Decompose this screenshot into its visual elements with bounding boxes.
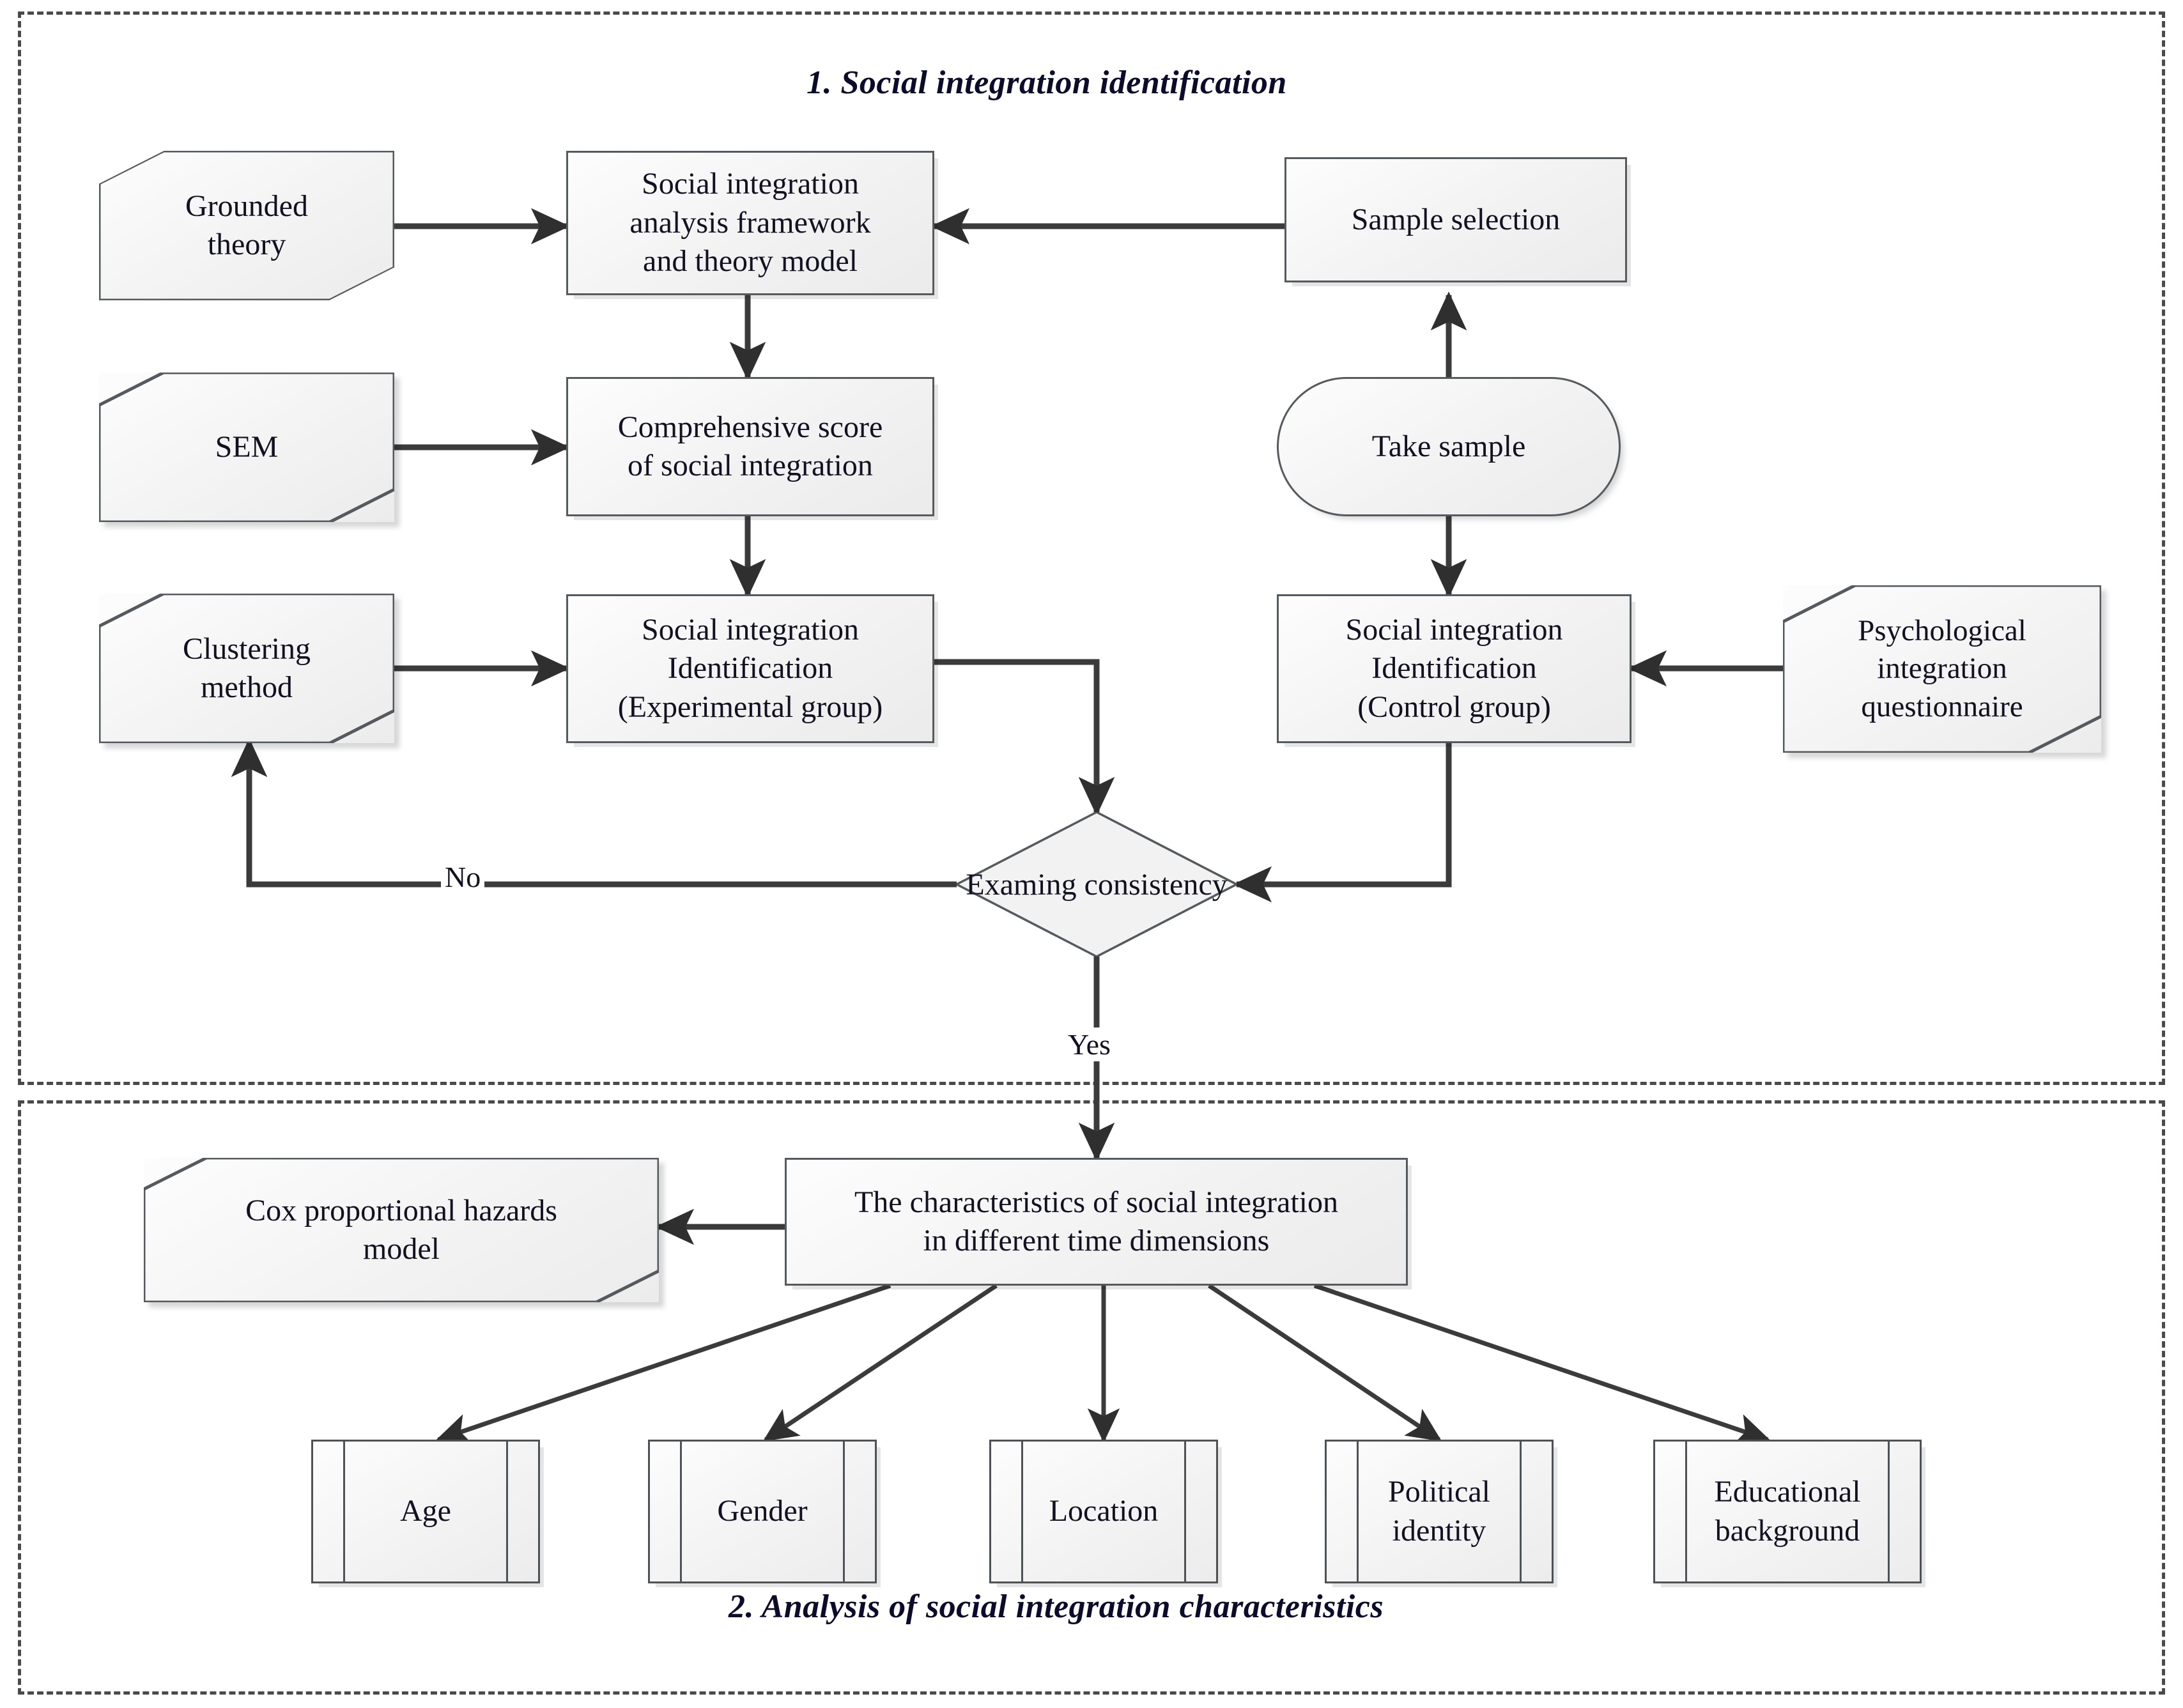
section-1-frame — [18, 12, 2165, 1085]
edge-control-to-diamond — [1233, 743, 1452, 903]
right-rule — [843, 1442, 845, 1581]
node-child-location[interactable]: Location — [989, 1440, 1218, 1583]
shape-outline — [99, 373, 394, 522]
node-label: Examing consistency — [966, 867, 1228, 902]
section-2-frame — [18, 1100, 2165, 1695]
node-control-group[interactable]: Social integration Identification (Contr… — [1277, 594, 1631, 743]
node-label: Sample selection — [1351, 202, 1561, 236]
node-label: Educational background — [1714, 1475, 1861, 1548]
node-label: Political identity — [1388, 1475, 1490, 1548]
node-label: Social integration analysis framework an… — [629, 167, 871, 279]
right-rule — [506, 1442, 508, 1581]
edge-characteristics-to-education — [1313, 1283, 1771, 1445]
node-label: The characteristics of social integratio… — [854, 1185, 1338, 1258]
right-rule — [1184, 1442, 1186, 1581]
edge-label-yes: Yes — [1064, 1027, 1115, 1061]
right-rule — [1520, 1442, 1522, 1581]
node-experimental-group[interactable]: Social integration Identification (Exper… — [566, 594, 934, 743]
section-1-title: 1. Social integration identification — [806, 65, 1287, 101]
node-grounded-theory[interactable]: Grounded theory — [99, 151, 394, 300]
node-characteristics[interactable]: The characteristics of social integratio… — [785, 1158, 1408, 1286]
diamond-shape — [957, 812, 1237, 957]
node-comprehensive-score[interactable]: Comprehensive score of social integratio… — [566, 377, 934, 516]
node-sample-selection[interactable]: Sample selection — [1284, 157, 1627, 282]
node-child-political-identity[interactable]: Political identity — [1325, 1440, 1554, 1583]
node-label: SEM — [215, 429, 279, 464]
node-label: Location — [1049, 1494, 1159, 1528]
node-label: Social integration Identification (Exper… — [617, 612, 883, 724]
node-sem[interactable]: SEM — [99, 373, 394, 522]
left-rule — [680, 1442, 682, 1581]
shape-outline — [144, 1158, 659, 1302]
node-child-educational-background[interactable]: Educational background — [1653, 1440, 1922, 1583]
section-2-title: 2. Analysis of social integration charac… — [729, 1589, 1384, 1625]
right-rule — [1888, 1442, 1890, 1581]
edge-experimental-to-diamond — [934, 659, 1115, 816]
node-label: Comprehensive score of social integratio… — [617, 410, 883, 482]
left-rule — [1021, 1442, 1023, 1581]
node-label: Psychological integration questionnaire — [1858, 614, 2026, 723]
node-take-sample[interactable]: Take sample — [1277, 377, 1621, 516]
edge-characteristics-to-political — [1208, 1284, 1442, 1442]
node-clustering-method[interactable]: Clustering method — [99, 594, 394, 743]
node-examing-consistency[interactable]: Examing consistency — [957, 812, 1237, 957]
node-label: Take sample — [1371, 429, 1526, 463]
node-framework[interactable]: Social integration analysis framework an… — [566, 151, 934, 295]
node-child-age[interactable]: Age — [311, 1440, 540, 1583]
shape-outline — [99, 151, 394, 300]
node-label: Cox proportional hazards model — [245, 1193, 557, 1266]
node-cox-model[interactable]: Cox proportional hazards model — [144, 1158, 659, 1302]
node-label: Grounded theory — [185, 188, 308, 261]
edge-characteristics-to-gender — [762, 1284, 998, 1442]
edge-diamond-no-to-clustering — [231, 738, 957, 888]
node-label: Gender — [717, 1494, 808, 1528]
left-rule — [1685, 1442, 1687, 1581]
edge-label-no: No — [441, 860, 485, 894]
node-label: Clustering method — [183, 631, 311, 704]
node-label: Age — [400, 1494, 451, 1528]
node-psychological-questionnaire[interactable]: Psychological integration questionnaire — [1783, 585, 2101, 753]
shape-outline — [99, 594, 394, 743]
edge-characteristics-to-age — [435, 1283, 891, 1445]
node-label: Social integration Identification (Contr… — [1345, 612, 1563, 724]
node-child-gender[interactable]: Gender — [648, 1440, 877, 1583]
left-rule — [1357, 1442, 1359, 1581]
left-rule — [343, 1442, 345, 1581]
shape-outline — [1783, 585, 2101, 753]
